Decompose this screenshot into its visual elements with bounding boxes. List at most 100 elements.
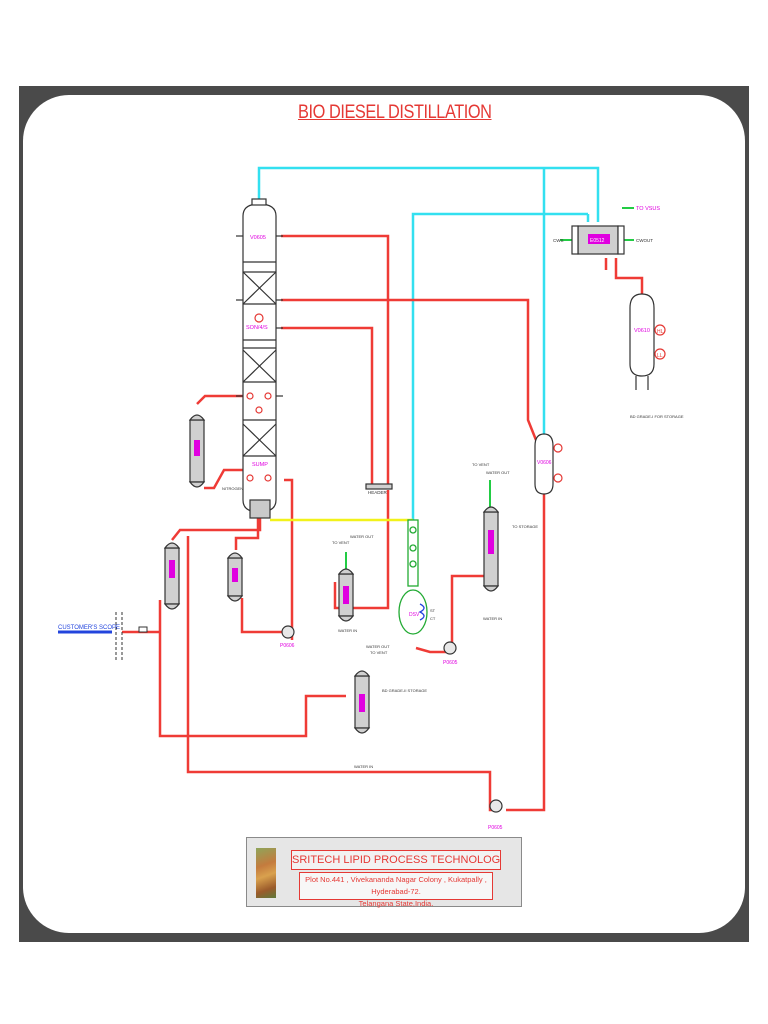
column-manway-3 bbox=[264, 392, 272, 400]
label-cws: CWS bbox=[553, 238, 564, 243]
label-water-out-2: WATER OUT bbox=[366, 644, 390, 649]
vapour-line-green-vessel bbox=[411, 212, 588, 520]
receiver-v0610 bbox=[629, 293, 666, 390]
label-to-storage: TO STORAGE bbox=[512, 524, 538, 529]
middle-cooler-tag bbox=[343, 586, 349, 604]
label-storage-bd1: BD GRADE-I FOR STORAGE bbox=[630, 414, 684, 419]
column-manway-4 bbox=[255, 406, 263, 414]
column-top-nozzle bbox=[251, 198, 267, 206]
label-water-in-1: WATER IN bbox=[338, 628, 357, 633]
company-address-line-1: Plot No.441 , Vivekananda Nagar Colony ,… bbox=[305, 875, 487, 896]
line-green-vessel-to-pump bbox=[415, 646, 446, 654]
header-manifold bbox=[365, 483, 393, 490]
label-to-vent-2: TO VENT bbox=[370, 650, 388, 655]
label-st: ST bbox=[430, 608, 436, 613]
right-cooler bbox=[482, 506, 500, 592]
line-header-to-cooler bbox=[333, 490, 390, 610]
tag-pump-bottom: P0605 bbox=[488, 825, 503, 831]
label-to-vent-3: TO VENT bbox=[472, 462, 490, 467]
column-sump-jacket bbox=[249, 499, 271, 519]
feed-meter bbox=[138, 626, 148, 633]
label-ll: LL bbox=[657, 353, 663, 359]
feed-heater bbox=[163, 542, 181, 610]
label-header: HEADER bbox=[368, 490, 388, 495]
green-vessel-ring-2 bbox=[409, 544, 417, 552]
green-vessel bbox=[398, 519, 428, 635]
diagram-title: BIO DIESEL DISTILLATION bbox=[298, 102, 492, 123]
tag-column-sump: SUMP bbox=[252, 462, 268, 468]
green-vessel-neck bbox=[407, 519, 419, 587]
reboiler bbox=[188, 414, 206, 488]
green-vessel-ring-1 bbox=[409, 526, 417, 534]
company-title-block: SRITECH LIPID PROCESS TECHNOLOGIES PVT.L… bbox=[246, 837, 522, 908]
line-cooler-to-pump bbox=[240, 598, 282, 634]
receiver-v0606 bbox=[534, 433, 563, 495]
label-water-out-1: WATER OUT bbox=[350, 534, 374, 539]
tag-pump-left: P0606 bbox=[280, 643, 295, 649]
condenser-tag-box bbox=[588, 234, 610, 244]
tag-receiver-mid: V0606 bbox=[537, 460, 552, 466]
scope-boundary bbox=[115, 612, 148, 660]
packing-3 bbox=[242, 423, 277, 457]
packing-2 bbox=[242, 349, 277, 383]
tag-condenser: E0512 bbox=[590, 238, 605, 244]
vapour-line-top bbox=[257, 166, 600, 222]
column-manway-2 bbox=[246, 392, 254, 400]
drawing-sheet bbox=[23, 95, 745, 933]
packing-1 bbox=[242, 271, 277, 305]
pump-bottom bbox=[489, 799, 503, 813]
pump-mid bbox=[443, 641, 457, 655]
label-water-in-3: WATER IN bbox=[483, 616, 502, 621]
label-hl: HL bbox=[657, 329, 664, 335]
company-name: SRITECH LIPID PROCESS TECHNOLOGIES PVT.L… bbox=[291, 850, 501, 870]
bottom-cooler-heads bbox=[353, 670, 371, 734]
receiver-mid-switch-2 bbox=[553, 473, 563, 483]
label-nitrogen: NITROGEN bbox=[222, 486, 243, 491]
sump-cooler-heads bbox=[226, 552, 244, 602]
company-address-line-2: Telangana State,India. bbox=[358, 899, 434, 908]
pumps bbox=[281, 625, 503, 813]
reboiler-tag bbox=[194, 440, 200, 456]
condenser-head-left bbox=[571, 225, 579, 255]
label-water-in-2: WATER IN bbox=[354, 764, 373, 769]
right-cooler-heads bbox=[482, 506, 500, 592]
tag-green-vessel: DSV bbox=[409, 612, 420, 618]
line-column-to-receiver bbox=[281, 298, 538, 441]
bottom-cooler-tag bbox=[359, 694, 365, 712]
feed-heater-heads bbox=[163, 542, 181, 610]
middle-cooler-heads bbox=[337, 568, 355, 622]
tag-column-mid: SON/4/S bbox=[246, 325, 268, 331]
sump-cooler bbox=[226, 552, 244, 602]
pump-left bbox=[281, 625, 295, 639]
line-sump-to-left-exchanger bbox=[171, 514, 262, 541]
level-switch-hl bbox=[654, 324, 666, 336]
receiver-right-shell bbox=[629, 293, 655, 377]
overhead-condenser bbox=[571, 225, 625, 255]
line-heater-to-bottom-cooler bbox=[158, 600, 346, 738]
line-pump-to-right-cooler bbox=[450, 574, 484, 644]
line-pump-to-receiver bbox=[506, 492, 546, 812]
sump-nozzle-2 bbox=[264, 474, 272, 482]
label-customers-scope: CUSTOMER'S SCOPE bbox=[58, 625, 120, 631]
distillation-column bbox=[236, 198, 283, 519]
green-vessel-ring-3 bbox=[409, 560, 417, 568]
right-cooler-tag bbox=[488, 530, 494, 554]
line-sump-to-cooler bbox=[234, 518, 260, 550]
vapour-lines bbox=[257, 166, 600, 520]
tag-pump-mid: P0605 bbox=[443, 660, 458, 666]
line-column-to-reboiler bbox=[196, 394, 243, 405]
label-ct: CT bbox=[430, 616, 436, 621]
bottom-cooler bbox=[353, 670, 371, 734]
line-condenser-to-receiver bbox=[614, 258, 644, 296]
label-water-out-3: WATER OUT bbox=[486, 470, 510, 475]
middle-cooler bbox=[337, 568, 355, 622]
company-address: Plot No.441 , Vivekananda Nagar Colony ,… bbox=[299, 872, 493, 908]
green-vessel-body bbox=[398, 589, 428, 635]
column-manway-1 bbox=[254, 313, 264, 323]
sump-nozzle-1 bbox=[246, 474, 254, 482]
line-sump-to-reboiler bbox=[204, 468, 243, 490]
label-storage-bd2: BD GRADE-II STORAGE bbox=[382, 688, 427, 693]
company-logo bbox=[256, 848, 276, 898]
line-column-mid-to-header bbox=[281, 326, 374, 484]
